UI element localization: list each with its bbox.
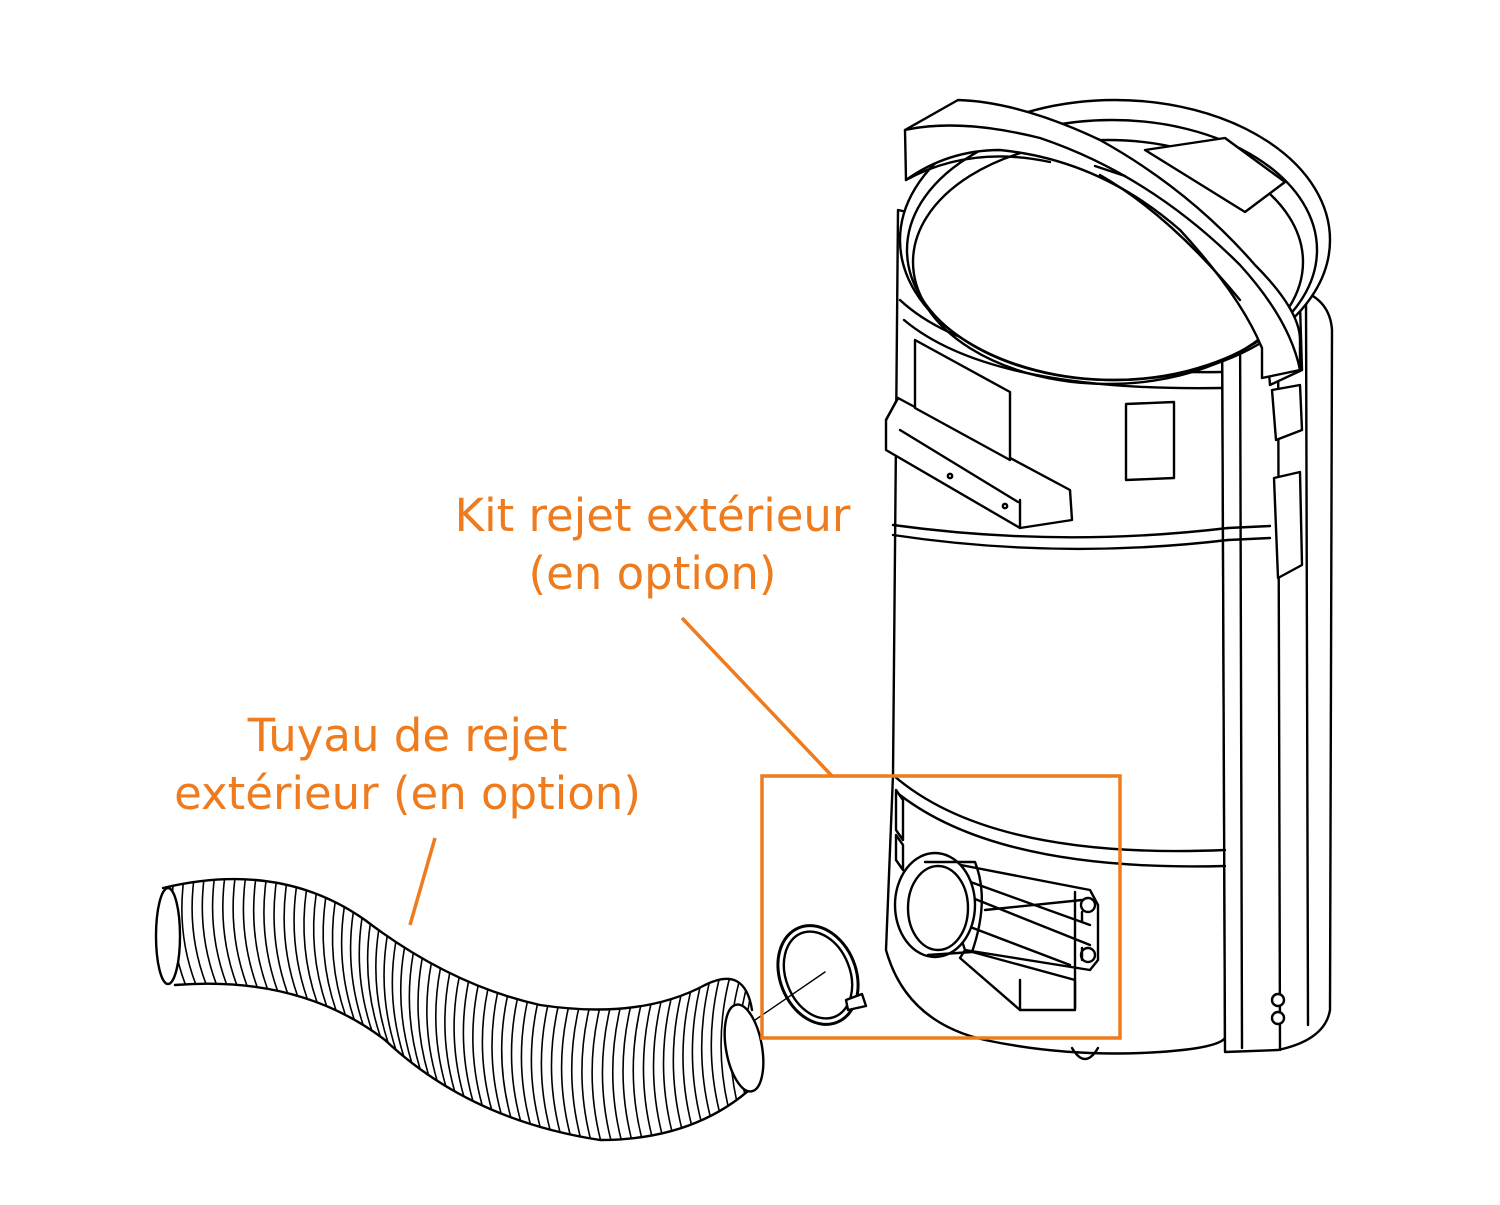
hose-ring [622,1006,633,1140]
hose-ring [375,929,389,1044]
kit-label-line1: Kit rejet extérieur [454,489,851,542]
hose-ring [540,1005,551,1131]
lid-label-plate [1143,136,1287,214]
kit-label-line2: (en option) [528,547,777,600]
hose-ring [435,967,447,1087]
hose-ring [642,1003,653,1137]
body-band-upper [891,523,1230,539]
hose-ring [322,896,337,1012]
hose-ring [570,1008,581,1138]
body-band-lower [891,773,1227,853]
hose-ring [211,879,228,985]
hose-ring [340,906,356,1021]
hose-ring [312,893,328,1007]
hose-ring [391,941,405,1058]
hose-ring [581,1008,592,1140]
label-panel-right [1124,400,1176,482]
hose-ring [252,879,269,990]
hose-label: Tuyau de rejet extérieur (en option) [130,707,685,823]
hose-ring [263,880,279,992]
hose-label-line1: Tuyau de rejet [247,709,568,762]
hose-ring [601,1008,612,1141]
hose-ring [191,881,207,985]
hose-ring [662,998,673,1132]
kit-highlight-box [760,774,1122,1040]
vacuum-unit [884,208,1334,1055]
hose-ring [560,1007,571,1136]
kit-leader-line [680,616,834,778]
hose-ring [530,1003,541,1128]
hose-ring [672,995,683,1129]
hose-ring [242,878,258,988]
hose-ring [283,884,299,997]
hose-ring [273,881,289,994]
hose-leader-line [408,837,437,926]
hose-ring [491,992,502,1115]
hose-ring [201,880,217,985]
rear-column [1220,288,1334,1054]
hose-ring [652,1001,663,1135]
hose-ring [303,889,318,1004]
hose-ring [232,878,248,987]
hose-ring [500,995,512,1119]
hose-ring [417,957,430,1076]
kit-label: Kit rejet extérieur (en option) [420,487,885,603]
hose-ring [444,972,456,1093]
corrugated-hose [154,877,765,1142]
carry-handle [903,98,1302,380]
hose-ring [632,1005,643,1138]
hose-ring [682,991,693,1126]
hose-ring [331,901,347,1016]
hose-ring [408,952,421,1070]
hose-ring [591,1008,602,1141]
hose-ring [383,935,397,1051]
hose-to-clamp-line [754,971,826,1021]
hose-ring [349,911,364,1026]
hose-label-line2: extérieur (en option) [174,767,641,820]
label-panel-left [913,338,1012,462]
hose-ring [520,1001,532,1125]
hose-ring [222,878,238,986]
hose-ring [293,886,309,1000]
hose-clamp [776,924,868,1026]
hose-ring [550,1006,561,1133]
hose-ring [611,1007,622,1141]
hose-ring [720,978,731,1107]
hose-ring [472,984,483,1107]
hose-ring [691,986,702,1122]
hose-ring [453,976,465,1098]
hose-ring [181,883,197,985]
exhaust-kit [893,788,1100,1061]
lid [898,98,1332,386]
hose-ring [358,917,373,1032]
hose-ring [710,978,721,1113]
hose-ring [462,980,474,1102]
hose-ring [510,998,522,1122]
hose-ring [399,946,413,1064]
hose-ring [426,962,438,1082]
hose-ring [366,923,382,1038]
hose-ring [481,988,493,1111]
hose-ring [700,982,711,1117]
callouts [408,616,1122,1040]
